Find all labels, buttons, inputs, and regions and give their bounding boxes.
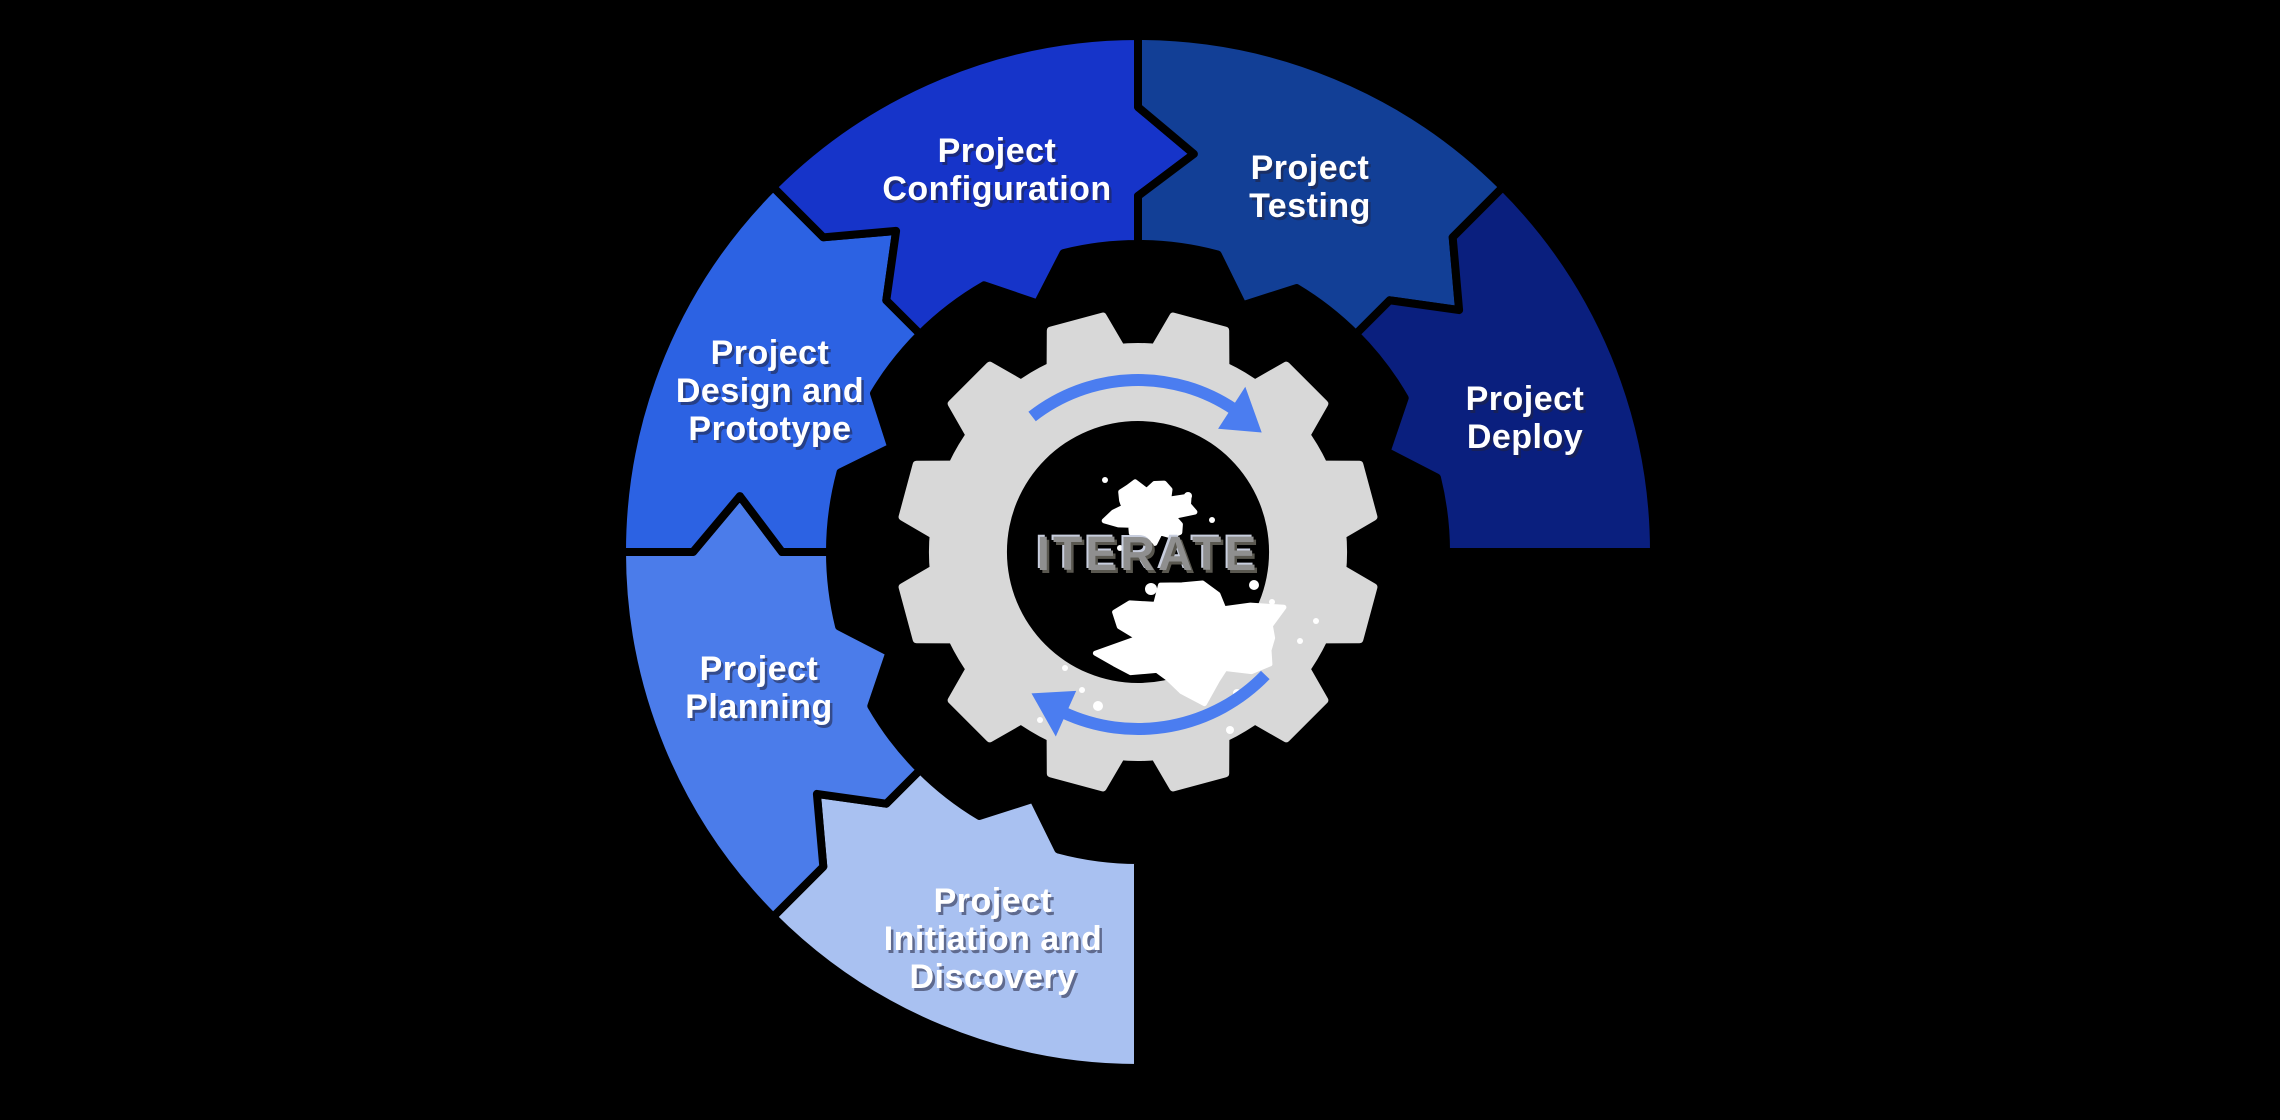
segment-label-text: Deploy	[1467, 418, 1583, 456]
gear-tooth	[1249, 663, 1329, 743]
iterate-highlight: ITERATE	[1035, 526, 1258, 579]
segment-label-text: Initiation and	[884, 920, 1103, 958]
rotation-arrow-head	[1031, 690, 1077, 737]
gear-tooth	[1149, 731, 1230, 792]
segment-label-text: Project	[938, 132, 1057, 170]
gear-tooth	[1046, 312, 1127, 373]
paint-speckle	[1093, 701, 1103, 711]
segment-label-text: Project	[1466, 380, 1585, 418]
paint-splatter-blob	[1092, 580, 1287, 707]
segment-deploy-arrow	[1351, 183, 1658, 556]
rotation-arrow-arc	[1060, 670, 1270, 735]
segment-label-text: Project	[934, 882, 1053, 920]
segment-label-text: Discovery	[909, 958, 1076, 996]
segment-label-shadow: Initiation and	[886, 923, 1105, 961]
paint-speckle	[1062, 665, 1068, 671]
segment-label-shadow: Testing	[1252, 190, 1374, 228]
segment-label-shadow: Planning	[688, 691, 836, 729]
iterate-shade: ITERATE	[1039, 531, 1262, 584]
segment-label-text: Configuration	[882, 170, 1111, 208]
segment-label-text: Project	[1251, 149, 1370, 187]
gear-tooth	[1149, 312, 1230, 373]
gear-tooth	[1317, 460, 1378, 541]
segment-label-shadow: Deploy	[1469, 421, 1585, 459]
paint-speckle	[1145, 583, 1157, 595]
paint-speckle	[1249, 580, 1259, 590]
segment-label-text: Planning	[685, 688, 833, 726]
gear-tooth	[1046, 731, 1127, 792]
segment-label-shadow: Prototype	[691, 413, 854, 451]
paint-speckle	[1184, 492, 1192, 500]
paint-speckle	[1209, 517, 1215, 523]
gear-tooth	[898, 563, 959, 644]
segment-label-text: Prototype	[688, 410, 851, 448]
segment-label-shadow: Project	[1253, 152, 1372, 190]
segment-label-shadow: Project	[713, 337, 832, 375]
paint-speckle	[1226, 726, 1234, 734]
paint-speckle	[1297, 638, 1303, 644]
gear-tooth	[898, 460, 959, 541]
paint-speckle	[1037, 717, 1043, 723]
paint-splatter-blob	[1101, 479, 1198, 546]
segment-label-shadow: Project	[936, 885, 1055, 923]
paint-splatter	[1037, 477, 1319, 734]
segment-label-shadow: Discovery	[912, 961, 1079, 999]
rotation-arrow-head	[1218, 386, 1262, 433]
iterate-text-main: ITERATE	[1037, 528, 1260, 581]
rotation-arrow-top-icon	[1028, 374, 1262, 433]
paint-speckle	[1269, 599, 1275, 605]
segment-label-text: Testing	[1249, 187, 1371, 225]
paint-speckle	[1313, 618, 1319, 624]
segment-label-shadow: Configuration	[885, 173, 1114, 211]
segment-label-text: Project	[711, 334, 830, 372]
paint-speckle	[1079, 687, 1085, 693]
gear-tooth	[1317, 563, 1378, 644]
paint-speckle	[1102, 477, 1108, 483]
gear-tooth	[947, 663, 1027, 743]
segment-label-shadow: Project	[1468, 383, 1587, 421]
rotation-arrow-arc	[1028, 374, 1238, 422]
segment-label-shadow: Project	[702, 653, 821, 691]
rotation-arrow-bottom-icon	[1031, 670, 1270, 737]
segment-label-shadow: Design and	[678, 375, 866, 413]
gear-tooth	[1249, 361, 1329, 441]
segment-label-text: Project	[700, 650, 819, 688]
segment-label-text: Design and	[676, 372, 864, 410]
paint-speckle	[1117, 545, 1123, 551]
gear-tooth	[947, 361, 1027, 441]
segment-label-shadow: Project	[940, 135, 1059, 173]
